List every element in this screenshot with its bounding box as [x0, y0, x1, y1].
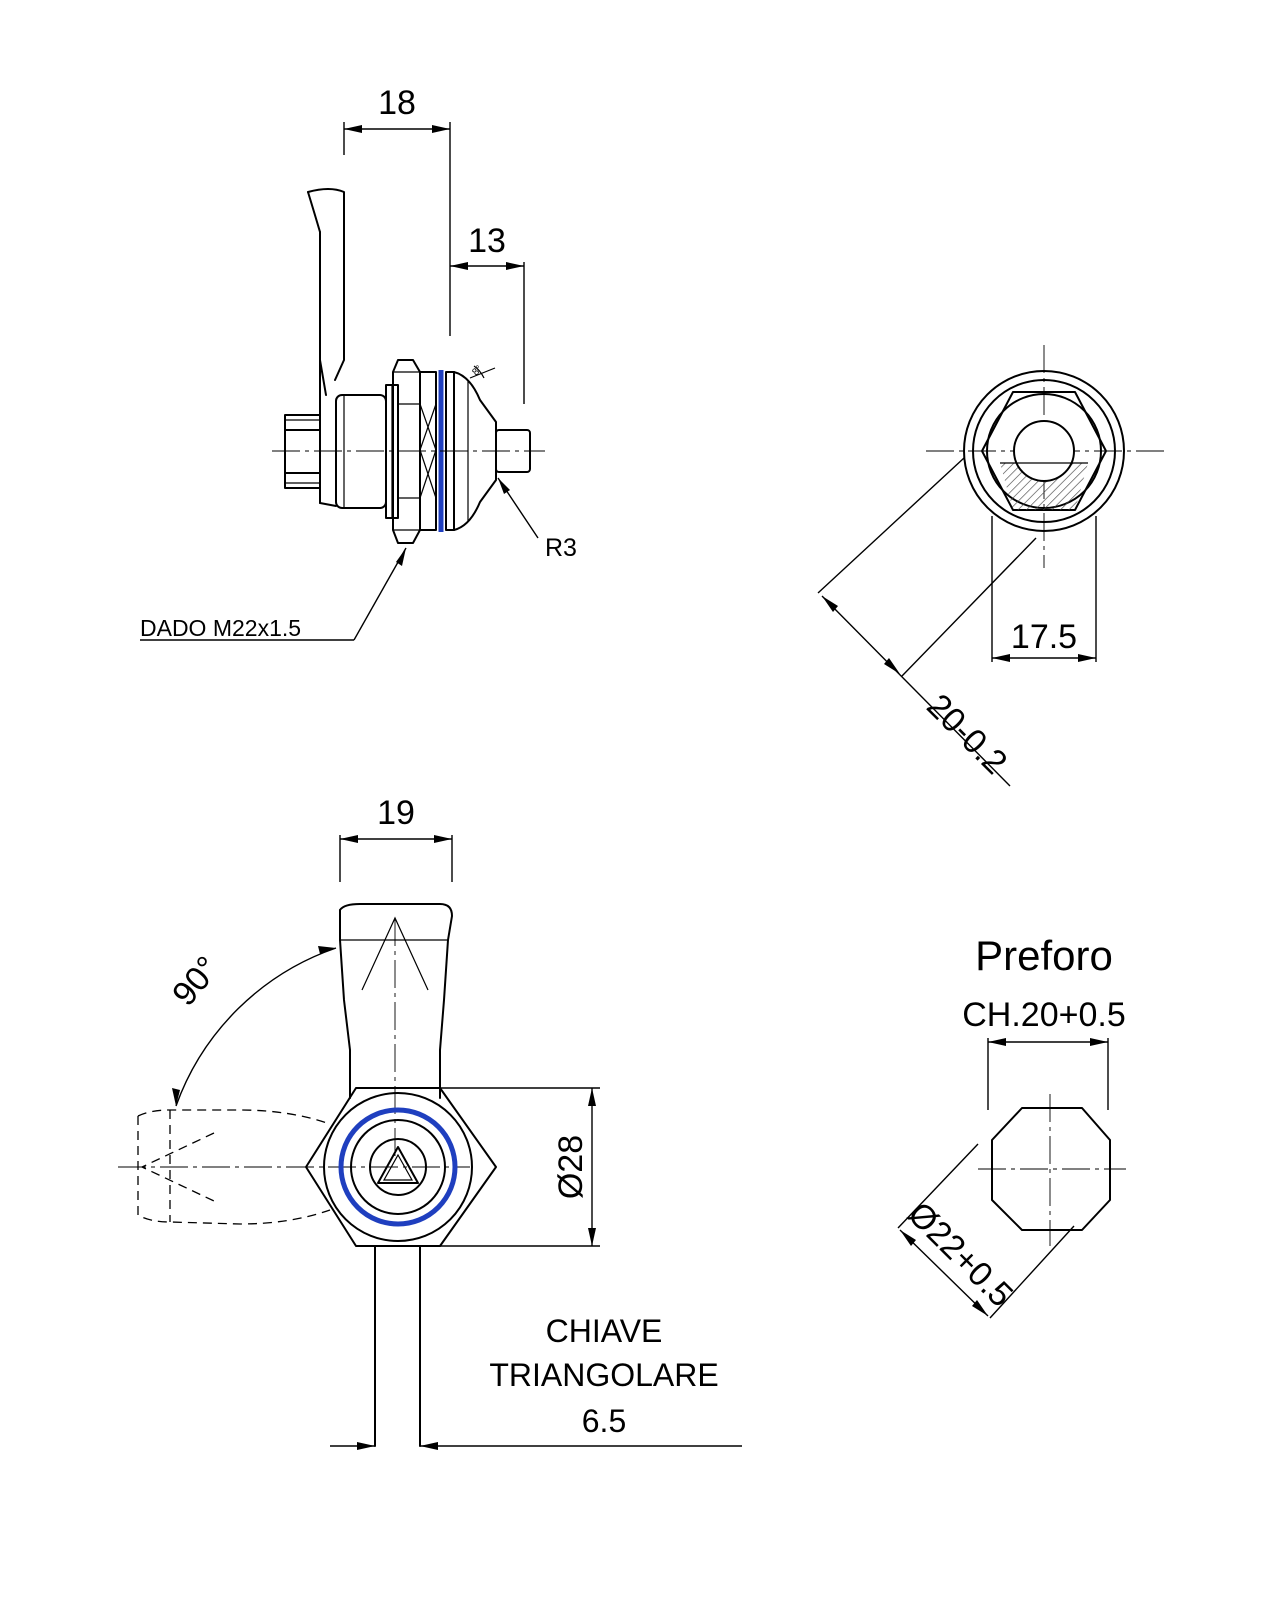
- outer-circle: [963, 370, 1125, 532]
- chiave-label-3: 6.5: [582, 1403, 626, 1439]
- dim-20-label: 20-0.2: [919, 687, 1014, 782]
- dim-28-label: Ø28: [552, 1135, 590, 1199]
- preforo-dia-label: Ø22+0.5: [900, 1195, 1020, 1315]
- end-view: 17.5 20-0.2: [817, 345, 1164, 787]
- lever-up: [339, 903, 453, 1099]
- chiave-label-2: TRIANGOLARE: [489, 1357, 718, 1393]
- hatched-section: [1000, 463, 1088, 510]
- angle-90-label: 90°: [165, 949, 227, 1013]
- preforo-hole: [991, 1107, 1111, 1231]
- triangular-key-icon: [377, 1146, 419, 1184]
- screw-head: [284, 414, 321, 489]
- preforo-title: Preforo: [975, 932, 1113, 979]
- top-view: 19 90° Ø28 CHIAVE TRIANGOLARE 6.5: [118, 794, 742, 1450]
- dim-18-label: 18: [378, 84, 416, 122]
- dim-17-5-label: 17.5: [1011, 618, 1077, 656]
- rotation-arc: [175, 947, 337, 1107]
- dado-label: DADO M22x1.5: [140, 615, 301, 641]
- preforo-view: Preforo CH.20+0.5 Ø22+0.5: [897, 932, 1126, 1319]
- lever-arm-outline: [307, 188, 345, 381]
- side-view: 18 13 8° R3 DADO M22x1.5: [140, 84, 577, 641]
- gasket-ring: [338, 1107, 458, 1227]
- dim-19-label: 19: [377, 794, 415, 832]
- chiave-label-1: CHIAVE: [546, 1313, 663, 1349]
- dim-13-label: 13: [468, 222, 506, 260]
- nut-dado: [392, 359, 421, 544]
- bore-hole: [1013, 420, 1075, 482]
- preforo-ch-label: CH.20+0.5: [962, 996, 1126, 1034]
- r3-label: R3: [545, 534, 577, 562]
- lever-left-hidden: [137, 1116, 331, 1225]
